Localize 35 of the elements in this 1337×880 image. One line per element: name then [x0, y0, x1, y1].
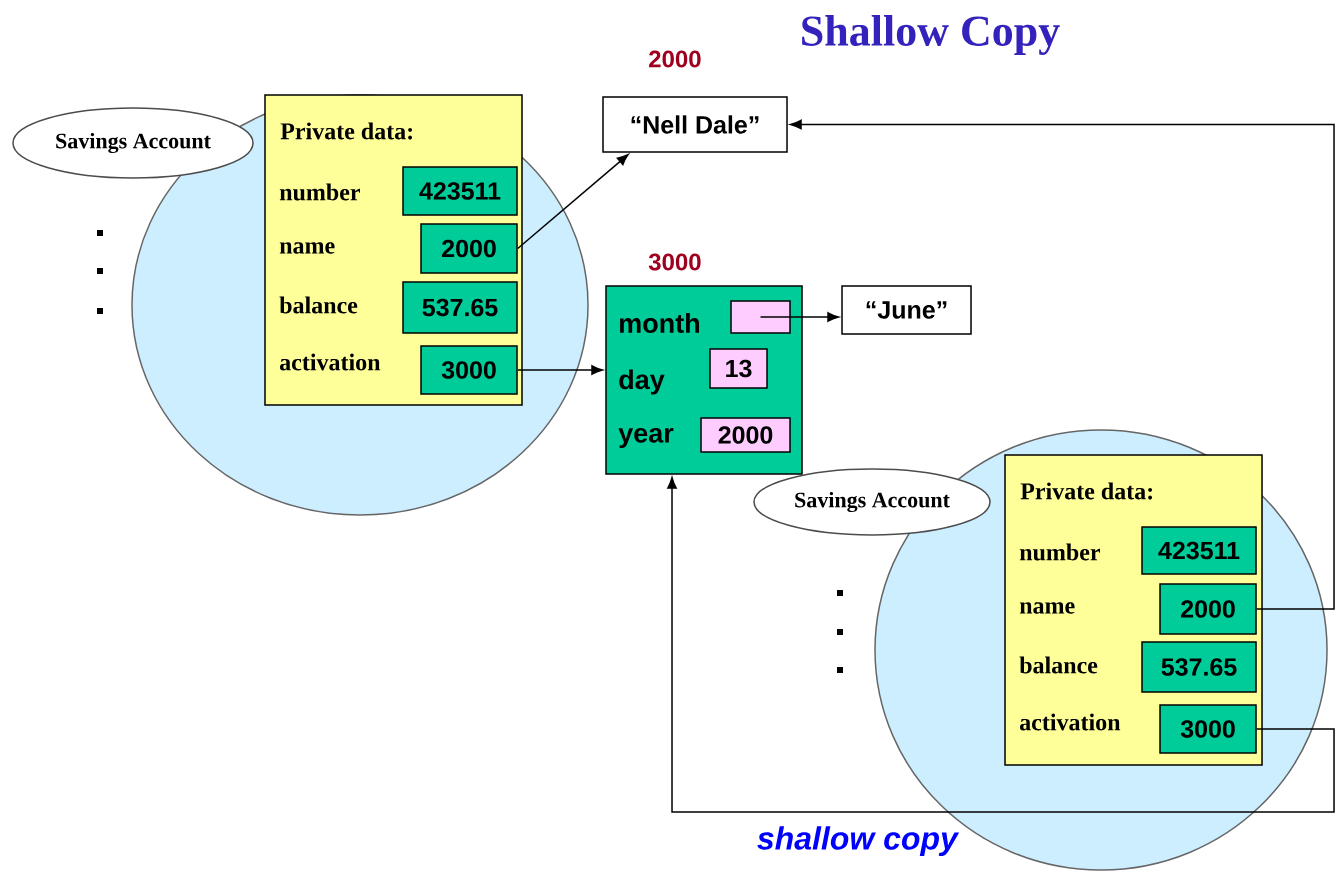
value-box: 423511 — [1141, 526, 1257, 575]
string-box: “Nell Dale” — [602, 96, 788, 153]
string-box: “June” — [841, 285, 972, 335]
title: Shallow Copy — [802, 15, 1060, 55]
field-label: day — [619, 369, 665, 395]
value-box: 537.65 — [1141, 641, 1257, 693]
arrow — [517, 153, 629, 250]
field-label: activation — [279, 353, 381, 371]
field-label: balance — [1019, 656, 1098, 674]
value-box: 3000 — [1159, 704, 1257, 754]
field-label: year — [618, 427, 674, 449]
heading: Private data: — [280, 122, 413, 140]
heading: Private data: — [1020, 482, 1153, 500]
value-box: 2000 — [1159, 583, 1257, 635]
field-label: name — [1019, 602, 1075, 614]
address-label: 3000 — [648, 253, 701, 271]
arrow — [667, 476, 1335, 813]
value-box: 2000 — [420, 223, 518, 274]
arrow — [789, 119, 1335, 610]
value-box: 3000 — [420, 345, 518, 395]
arrow — [759, 312, 840, 322]
field-label: activation — [1020, 713, 1121, 731]
field-label: balance — [279, 296, 358, 314]
value-box: 537.65 — [402, 281, 518, 334]
value-box: 423511 — [402, 166, 518, 216]
edge-label: shallow copy — [754, 824, 960, 859]
value-box: 13 — [709, 348, 768, 389]
value-box: 2000 — [700, 417, 791, 453]
field-label: number — [1019, 543, 1101, 561]
value-box — [730, 300, 791, 334]
field-label: month — [620, 313, 699, 333]
field-label: name — [279, 242, 335, 254]
address-label: 2000 — [649, 50, 701, 68]
field-label: number — [279, 183, 360, 201]
arrow — [517, 365, 604, 375]
